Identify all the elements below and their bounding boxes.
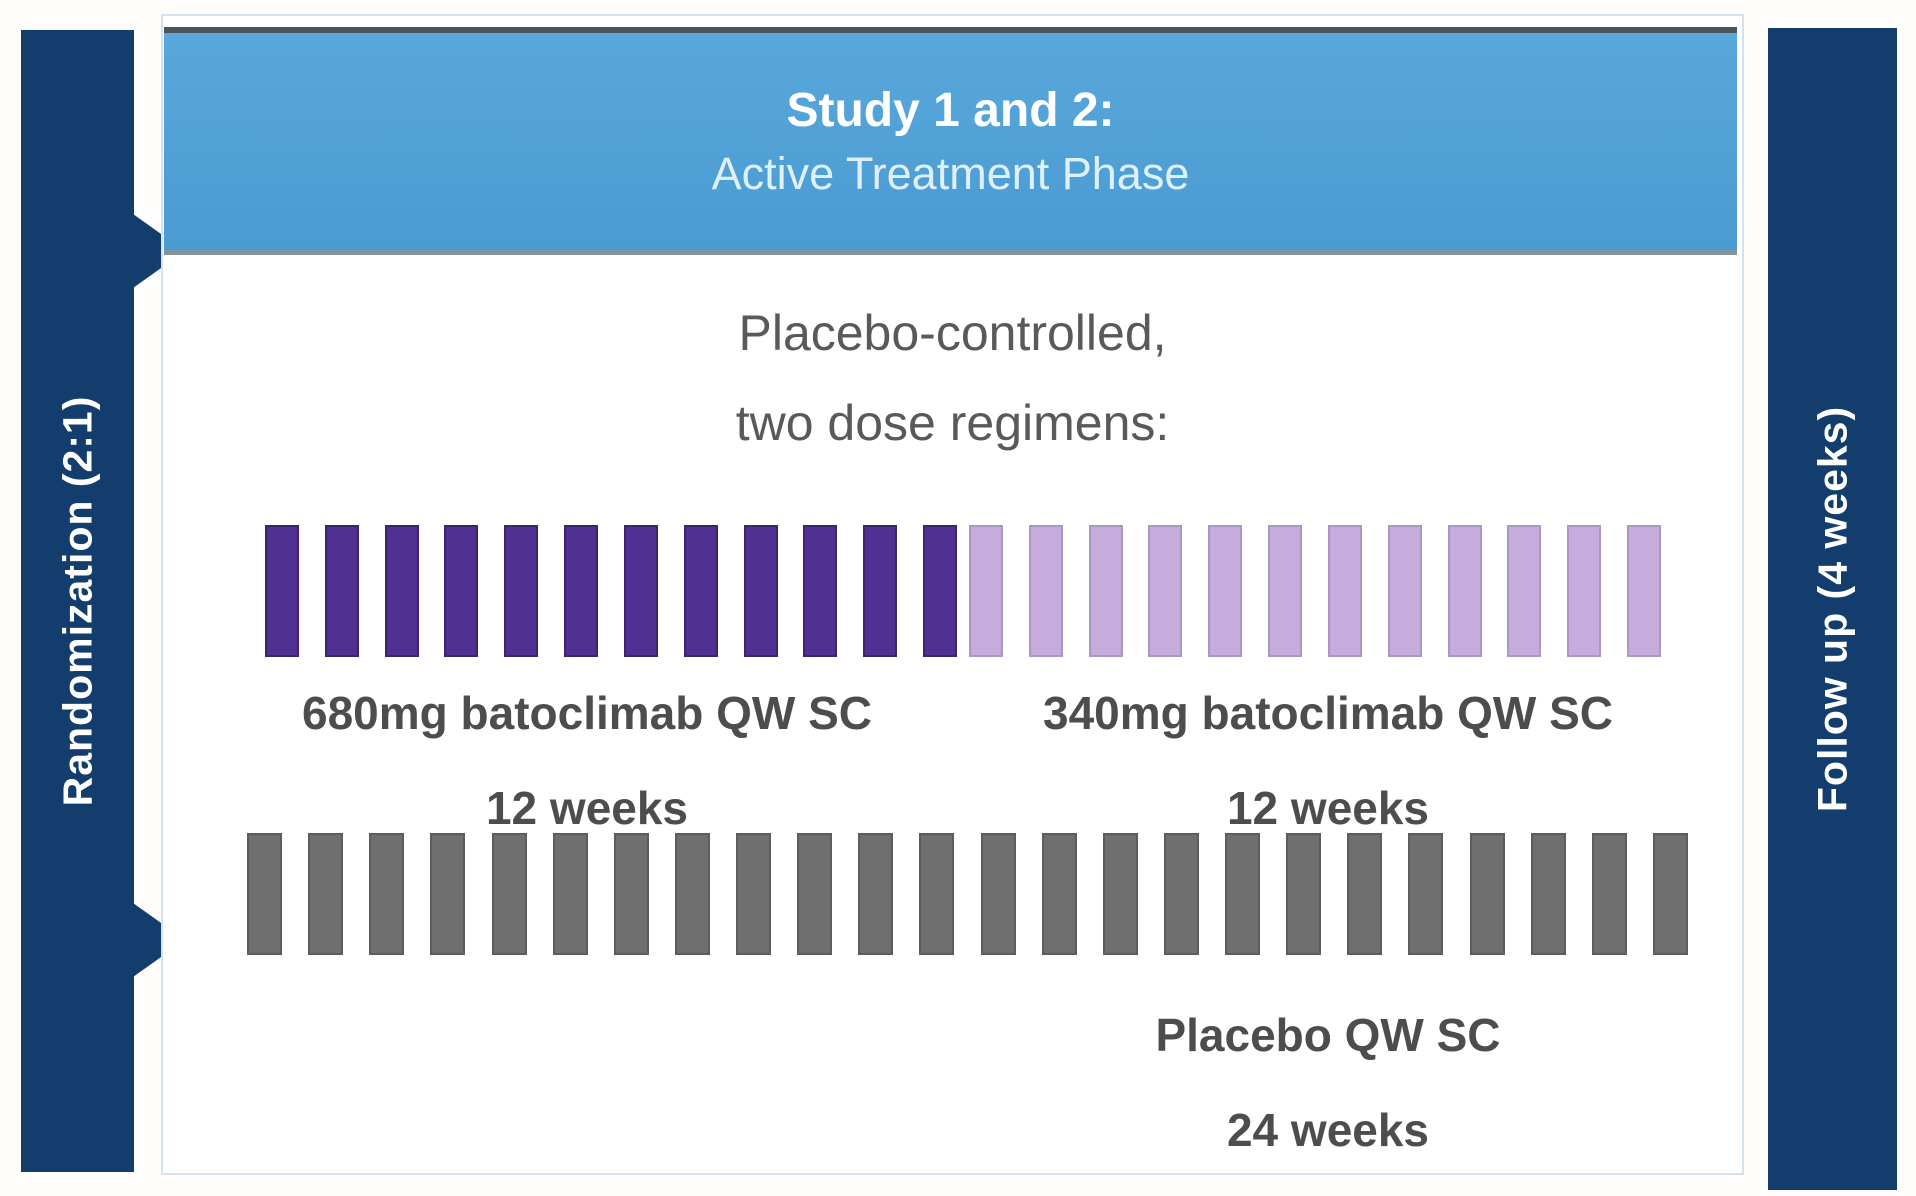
- week-tick-placebo: [247, 833, 282, 955]
- week-tick-680mg: [564, 525, 599, 657]
- week-tick-placebo: [369, 833, 405, 955]
- week-tick-placebo: [797, 833, 833, 955]
- week-tick-placebo: [1408, 833, 1444, 955]
- phase-header-subtitle: Active Treatment Phase: [711, 148, 1190, 199]
- week-tick-placebo: [674, 833, 710, 955]
- week-tick-placebo: [858, 833, 894, 955]
- week-tick-680mg: [623, 525, 658, 657]
- week-tick-680mg: [265, 525, 299, 657]
- design-description-line2: two dose regimens:: [735, 395, 1170, 451]
- week-tick-placebo: [1163, 833, 1199, 955]
- followup-label: Follow up (4 weeks): [1809, 405, 1855, 813]
- treatment-phase-panel: Study 1 and 2: Active Treatment Phase Pl…: [161, 14, 1744, 1175]
- week-tick-340mg: [1148, 525, 1183, 657]
- week-tick-placebo: [1225, 833, 1260, 955]
- arm-label-340mg: 340mg batoclimab QW SC 12 weeks: [1043, 666, 1613, 856]
- week-tick-placebo: [1469, 833, 1505, 955]
- phase-header-title: Study 1 and 2:: [786, 84, 1115, 137]
- week-tick-680mg: [803, 525, 838, 657]
- arm-label-680mg-duration: 12 weeks: [485, 782, 689, 834]
- week-tick-placebo: [1530, 833, 1566, 955]
- followup-bar: Follow up (4 weeks): [1768, 28, 1897, 1190]
- week-tick-680mg: [504, 525, 539, 657]
- tick-row-680mg: [265, 525, 957, 657]
- week-tick-340mg: [1387, 525, 1422, 657]
- week-tick-680mg: [863, 525, 898, 657]
- arm-label-340mg-duration: 12 weeks: [1226, 782, 1430, 834]
- week-tick-680mg: [683, 525, 718, 657]
- week-tick-340mg: [1567, 525, 1602, 657]
- week-tick-placebo: [919, 833, 955, 955]
- week-tick-placebo: [1591, 833, 1627, 955]
- week-tick-placebo: [552, 833, 588, 955]
- week-tick-placebo: [1041, 833, 1077, 955]
- week-tick-placebo: [1102, 833, 1138, 955]
- week-tick-340mg: [1327, 525, 1362, 657]
- week-tick-680mg: [384, 525, 419, 657]
- week-tick-680mg: [743, 525, 778, 657]
- week-tick-340mg: [1028, 525, 1063, 657]
- arm-label-placebo-dose: Placebo QW SC: [1155, 1009, 1501, 1061]
- week-tick-placebo: [430, 833, 466, 955]
- phase-header: Study 1 and 2: Active Treatment Phase: [164, 27, 1737, 255]
- week-tick-680mg: [324, 525, 359, 657]
- week-tick-placebo: [1652, 833, 1688, 955]
- randomization-label: Randomization (2:1): [54, 395, 100, 807]
- week-tick-680mg: [922, 525, 957, 657]
- week-tick-680mg: [444, 525, 479, 657]
- week-tick-340mg: [1626, 525, 1661, 657]
- week-tick-placebo: [491, 833, 527, 955]
- arm-label-680mg-dose: 680mg batoclimab QW SC: [301, 687, 873, 739]
- randomization-bar: Randomization (2:1): [21, 30, 134, 1172]
- week-tick-340mg: [1268, 525, 1303, 657]
- week-tick-placebo: [613, 833, 649, 955]
- tick-row-340mg: [969, 525, 1661, 657]
- arm-label-680mg: 680mg batoclimab QW SC 12 weeks: [302, 666, 872, 856]
- arm-label-340mg-dose: 340mg batoclimab QW SC: [1042, 687, 1614, 739]
- week-tick-placebo: [736, 833, 771, 955]
- design-description: Placebo-controlled, two dose regimens:: [163, 288, 1742, 468]
- week-tick-placebo: [980, 833, 1016, 955]
- week-tick-340mg: [1208, 525, 1243, 657]
- arm-label-placebo: Placebo QW SC 24 weeks: [1155, 988, 1500, 1178]
- week-tick-340mg: [1507, 525, 1542, 657]
- week-tick-340mg: [969, 525, 1003, 657]
- design-description-line1: Placebo-controlled,: [738, 305, 1167, 361]
- arm-label-placebo-duration: 24 weeks: [1226, 1104, 1430, 1156]
- week-tick-placebo: [1347, 833, 1383, 955]
- week-tick-placebo: [308, 833, 344, 955]
- tick-row-placebo: [247, 833, 1688, 955]
- week-tick-340mg: [1088, 525, 1123, 657]
- week-tick-placebo: [1286, 833, 1322, 955]
- week-tick-340mg: [1447, 525, 1482, 657]
